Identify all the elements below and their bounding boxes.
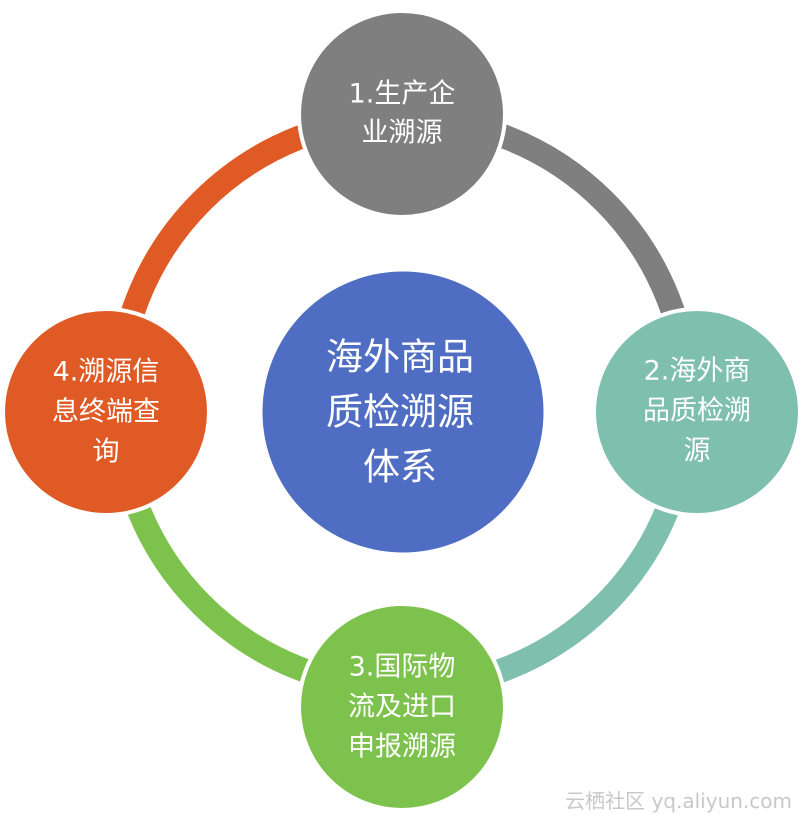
node-2-quality-trace: 2.海外商 品质检溯 源 <box>592 307 802 517</box>
node-1-production-trace: 1.生产企 业溯源 <box>297 9 507 219</box>
node-3-label-line-2: 流及进口 <box>348 692 456 723</box>
node-3-label-line-3: 申报溯源 <box>348 732 456 763</box>
center-label-line-1: 海外商品 <box>326 336 474 379</box>
node-2-label-line-1: 2.海外商 <box>644 356 751 387</box>
node-1-circle <box>297 9 507 219</box>
node-2-circle <box>592 307 802 517</box>
node-4-label-line-1: 4.溯源信 <box>53 357 160 388</box>
center-label-line-3: 体系 <box>363 446 437 489</box>
center-circle <box>259 268 547 556</box>
site-watermark: 云栖社区 yq.aliyun.com <box>565 789 792 813</box>
node-3-logistics-trace: 3.国际物 流及进口 申报溯源 <box>297 602 507 812</box>
node-1-label-line-2: 业溯源 <box>362 118 443 149</box>
node-2-label-line-3: 源 <box>684 436 711 467</box>
node-4-circle <box>1 307 211 517</box>
node-3-label-line-1: 3.国际物 <box>349 652 456 683</box>
node-4-label-line-3: 询 <box>93 437 120 468</box>
node-4-label-line-2: 息终端查 <box>52 397 160 428</box>
node-3-circle <box>297 602 507 812</box>
center-node: 海外商品 质检溯源 体系 <box>259 268 547 556</box>
node-2-label-line-2: 品质检溯 <box>643 396 751 427</box>
center-label-line-2: 质检溯源 <box>326 391 474 434</box>
node-1-label-line-1: 1.生产企 <box>349 79 456 110</box>
node-4-terminal-query: 4.溯源信 息终端查 询 <box>1 307 211 517</box>
